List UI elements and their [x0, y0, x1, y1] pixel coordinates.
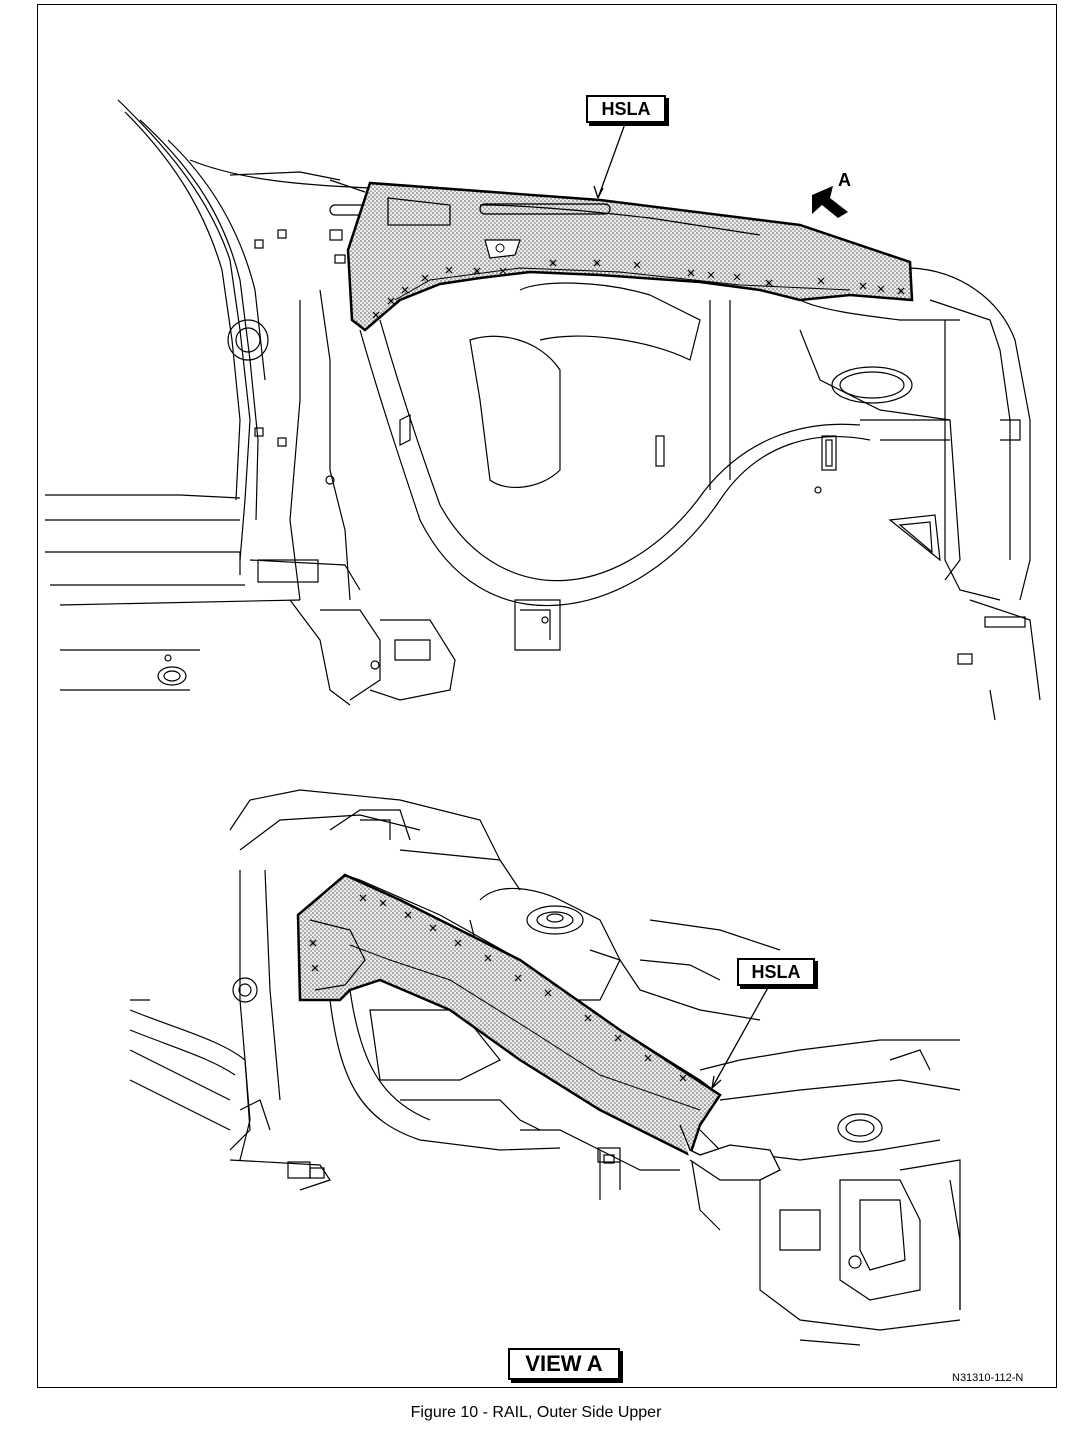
part-number: N31310-112-N	[952, 1372, 1024, 1384]
hsla-label-bottom: HSLA	[737, 958, 815, 986]
view-a-marker: A	[838, 170, 851, 190]
bottom-hsla-rail	[296, 873, 781, 1181]
hsla-label-top: HSLA	[586, 95, 666, 123]
top-label-leader	[597, 120, 627, 199]
bottom-view-body-structure	[129, 789, 961, 1346]
top-hsla-rail	[346, 181, 914, 332]
view-direction-arrow-icon	[812, 186, 848, 218]
figure-caption: Figure 10 - RAIL, Outer Side Upper	[410, 1404, 662, 1421]
bottom-label-leader	[711, 983, 771, 1089]
figure-frame	[37, 4, 1057, 1388]
top-view-body-structure	[45, 99, 1041, 721]
view-title: VIEW A	[508, 1348, 620, 1380]
